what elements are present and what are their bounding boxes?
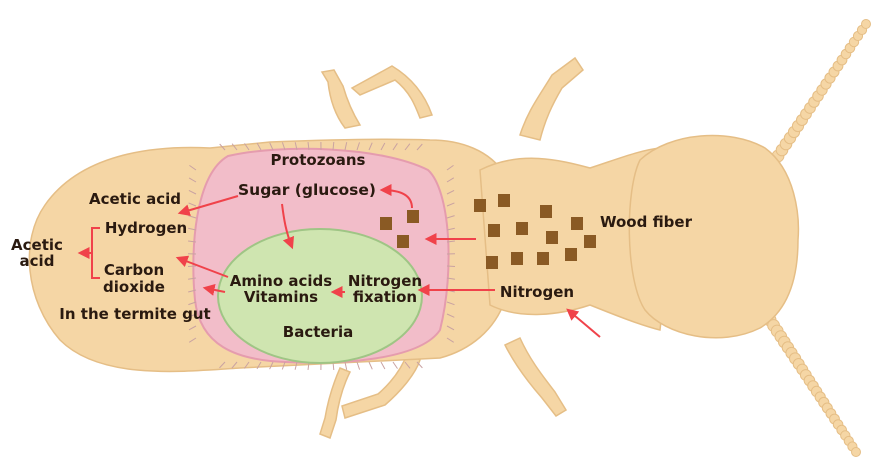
cilium [188,266,196,267]
label-nitrogen-fixation-2: fixation [353,288,417,306]
label-vitamins: Vitamins [244,288,318,306]
label-wood-fiber: Wood fiber [600,213,693,231]
cilium [369,362,372,369]
leg-mid-top [352,66,432,118]
label-dioxide: dioxide [103,278,165,296]
label-nitrogen: Nitrogen [500,283,574,301]
label-acetic-acid-top: Acetic acid [89,190,181,208]
label-sugar: Sugar (glucose) [238,181,376,199]
label-hydrogen: Hydrogen [105,219,187,237]
antenna-segment [852,448,861,457]
cilium [357,362,360,370]
label-acetic-acid-left-2: acid [20,252,55,270]
label-bacteria: Bacteria [283,323,353,341]
leg-back-bottom [320,368,350,438]
label-carbon: Carbon [104,261,164,279]
antenna-segment [862,20,871,29]
leg-front-bottom [505,338,566,416]
cilium [393,362,398,369]
label-protozoans: Protozoans [271,151,366,169]
head [629,136,798,338]
label-termite-gut: In the termite gut [59,305,210,323]
arrow-in-nitrogen [568,310,600,337]
cilium [447,266,455,267]
cilium [381,362,385,369]
leg-front-top [520,58,583,140]
leg-back-top [322,70,360,128]
